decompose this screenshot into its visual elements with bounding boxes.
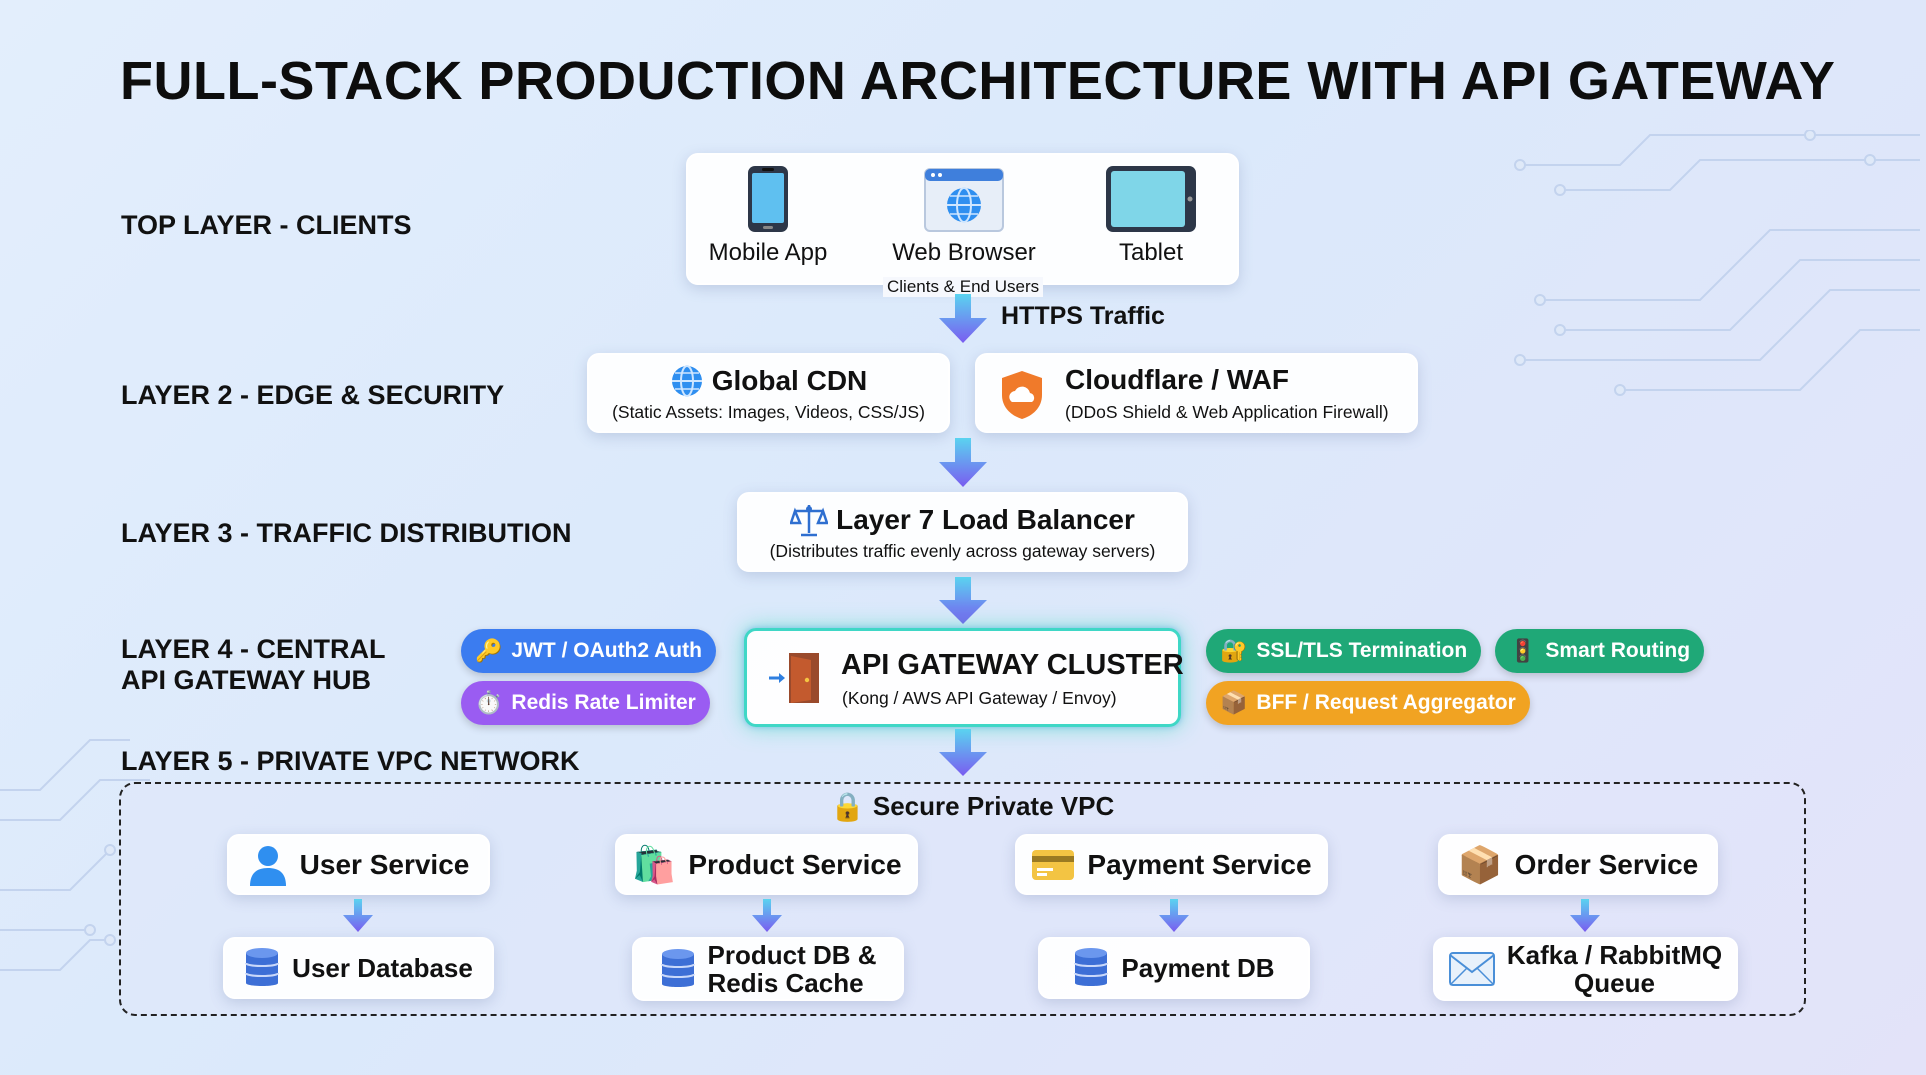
- clients-caption: Clients & End Users: [883, 277, 1044, 297]
- pill-ssl-tls-termination: 🔐 SSL/TLS Termination: [1206, 629, 1482, 673]
- padlock-icon: 🔒: [830, 791, 865, 822]
- client-label: Web Browser: [892, 239, 1036, 266]
- client-label: Mobile App: [708, 239, 828, 266]
- envelope-icon: [1448, 952, 1495, 986]
- message-queue-line2: Queue: [1574, 968, 1655, 998]
- clients-box: Mobile App Web Browser Tablet Clients & …: [686, 153, 1239, 297]
- load-balancer-subtitle: (Distributes traffic evenly across gatew…: [769, 541, 1156, 561]
- payment-db-label: Payment DB: [1121, 952, 1275, 983]
- database-icon: [660, 949, 695, 987]
- user-icon: [249, 845, 286, 886]
- payment-service-box: Payment Service: [1015, 834, 1328, 895]
- circuit-decoration-right: [1514, 130, 1920, 396]
- database-icon: [245, 948, 280, 986]
- globe-icon: [671, 365, 702, 397]
- pill-smart-routing: 🚦 Smart Routing: [1495, 629, 1705, 673]
- flow-arrow-order-service-to-queue: [1570, 899, 1600, 932]
- flow-arrow-clients-to-edge: [939, 294, 987, 343]
- layer-label-gateway-line1: LAYER 4 - CENTRAL: [121, 634, 386, 664]
- product-db-line2: Redis Cache: [707, 968, 864, 998]
- flow-arrow-gateway-to-vpc: [939, 729, 987, 776]
- pill-bff-request-aggregator: 📦 BFF / Request Aggregator: [1206, 681, 1530, 725]
- web-browser-icon: [924, 168, 1004, 232]
- cdn-title: Global CDN: [711, 365, 868, 396]
- waf-subtitle: (DDoS Shield & Web Application Firewall): [1065, 402, 1389, 422]
- waf-box: Cloudflare / WAF (DDoS Shield & Web Appl…: [975, 353, 1418, 433]
- credit-card-icon: [1032, 849, 1075, 880]
- flow-arrow-edge-to-lb: [939, 438, 987, 487]
- key-icon: 🔑: [475, 638, 503, 663]
- user-database-box: User Database: [223, 937, 494, 999]
- load-balancer-box: Layer 7 Load Balancer (Distributes traff…: [737, 492, 1188, 572]
- pill-label: BFF / Request Aggregator: [1256, 691, 1516, 714]
- cdn-subtitle: (Static Assets: Images, Videos, CSS/JS): [612, 402, 925, 422]
- user-service-box: User Service: [227, 834, 490, 895]
- api-gateway-title: API GATEWAY CLUSTER: [841, 649, 1184, 681]
- vpc-title: 🔒 Secure Private VPC: [830, 790, 1114, 823]
- order-service-label: Order Service: [1514, 848, 1699, 880]
- client-tablet: Tablet: [1086, 165, 1216, 267]
- layer-label-clients: TOP LAYER - CLIENTS: [121, 210, 412, 240]
- waf-title: Cloudflare / WAF: [1065, 364, 1289, 395]
- flow-arrow-payment-service-to-db: [1159, 899, 1189, 932]
- api-gateway-subtitle: (Kong / AWS API Gateway / Envoy): [842, 688, 1117, 708]
- pill-label: SSL/TLS Termination: [1256, 639, 1468, 662]
- user-database-label: User Database: [292, 952, 473, 983]
- layer-label-vpc: LAYER 5 - PRIVATE VPC NETWORK: [121, 746, 580, 776]
- pill-label: JWT / OAuth2 Auth: [511, 639, 702, 662]
- door-icon: [769, 653, 819, 703]
- client-label: Tablet: [1118, 239, 1184, 266]
- pill-label: Smart Routing: [1545, 639, 1691, 662]
- flow-arrow-user-service-to-db: [343, 899, 373, 932]
- pill-jwt-oauth2-auth: 🔑 JWT / OAuth2 Auth: [461, 629, 716, 673]
- https-traffic-label: HTTPS Traffic: [1001, 302, 1165, 330]
- database-icon: [1074, 948, 1109, 986]
- tablet-icon: [1106, 166, 1196, 232]
- layer-label-traffic: LAYER 3 - TRAFFIC DISTRIBUTION: [121, 518, 572, 548]
- product-service-label: Product Service: [688, 848, 902, 880]
- order-service-box: 📦 Order Service: [1438, 834, 1718, 895]
- flow-arrow-lb-to-gateway: [939, 577, 987, 624]
- layer-label-gateway: LAYER 4 - CENTRAL API GATEWAY HUB: [121, 634, 386, 696]
- client-mobile-app: Mobile App: [708, 165, 828, 267]
- pill-redis-rate-limiter: ⏱️ Redis Rate Limiter: [461, 681, 710, 725]
- lock-icon: 🔐: [1220, 638, 1248, 663]
- flow-arrow-product-service-to-db: [752, 899, 782, 932]
- client-web-browser: Web Browser: [884, 165, 1044, 267]
- message-queue-label: Kafka / RabbitMQ Queue: [1507, 941, 1722, 997]
- payment-service-label: Payment Service: [1087, 848, 1312, 880]
- api-gateway-box: API GATEWAY CLUSTER (Kong / AWS API Gate…: [744, 628, 1184, 727]
- package-icon: 📦: [1457, 843, 1503, 885]
- product-db-line1: Product DB &: [707, 940, 877, 970]
- layer-label-gateway-line2: API GATEWAY HUB: [121, 665, 372, 695]
- page-title: FULL-STACK PRODUCTION ARCHITECTURE WITH …: [120, 51, 1836, 111]
- message-queue-line1: Kafka / RabbitMQ: [1506, 940, 1723, 970]
- payment-db-box: Payment DB: [1038, 937, 1310, 999]
- load-balancer-title: Layer 7 Load Balancer: [836, 504, 1135, 535]
- cdn-box: Global CDN (Static Assets: Images, Video…: [587, 353, 950, 433]
- stopwatch-icon: ⏱️: [475, 690, 503, 715]
- traffic-light-icon: 🚦: [1509, 638, 1537, 663]
- message-queue-box: Kafka / RabbitMQ Queue: [1433, 937, 1738, 1001]
- shield-cloud-icon: [1002, 371, 1042, 419]
- layer-label-edge: LAYER 2 - EDGE & SECURITY: [121, 380, 505, 410]
- user-service-label: User Service: [299, 848, 470, 880]
- balance-scale-icon: [790, 505, 829, 537]
- product-db-cache-box: Product DB & Redis Cache: [632, 937, 904, 1001]
- mobile-phone-icon: [748, 166, 788, 232]
- product-db-cache-label: Product DB & Redis Cache: [708, 941, 877, 997]
- shopping-bags-icon: 🛍️: [631, 843, 677, 885]
- package-icon: 📦: [1220, 690, 1248, 715]
- product-service-box: 🛍️ Product Service: [615, 834, 918, 895]
- vpc-title-label: Secure Private VPC: [872, 791, 1115, 821]
- pill-label: Redis Rate Limiter: [511, 691, 696, 714]
